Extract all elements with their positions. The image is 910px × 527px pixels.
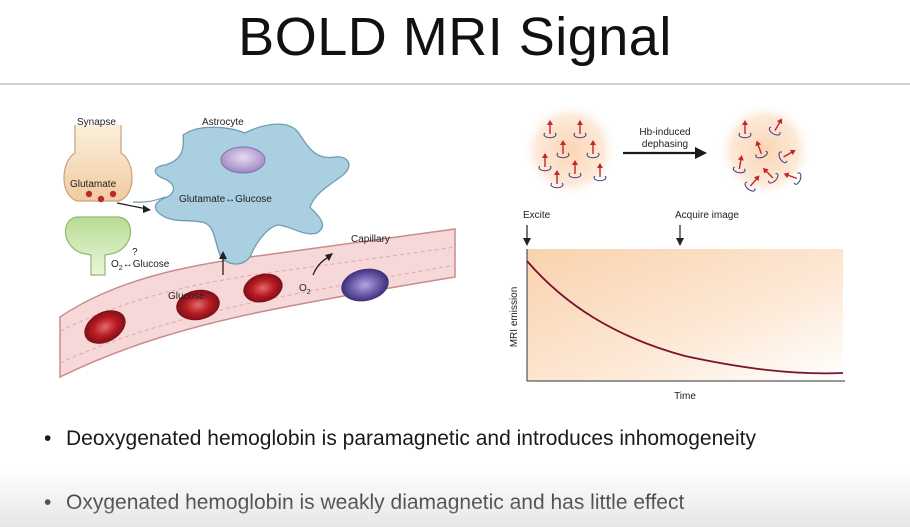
spin-icon	[556, 140, 570, 159]
capillary-vessel	[59, 228, 456, 379]
red-blood-cell	[243, 273, 283, 303]
decay-curve	[526, 260, 844, 375]
spin-icon	[593, 163, 607, 182]
bullet-dot: •	[44, 427, 52, 450]
spin-icon	[755, 140, 768, 159]
red-blood-cell	[176, 289, 220, 321]
dephased-spins	[732, 118, 802, 192]
postsynaptic-terminal	[64, 216, 132, 276]
synapse-label: Synapse	[77, 117, 116, 128]
spin-icon	[550, 170, 564, 189]
neurovascular-svg: Synapse Astrocyte Glutamate Glutamate↔Gl…	[59, 117, 456, 379]
spin-icon	[778, 149, 796, 164]
dephased-spins-cloud	[717, 102, 813, 198]
o2-glucose-question: ?	[132, 247, 138, 258]
spin-icon	[762, 167, 779, 184]
spin-icon	[768, 118, 783, 136]
spin-icon	[732, 155, 746, 174]
spin-icon	[586, 140, 600, 159]
bullet-item: • Deoxygenated hemoglobin is paramagnetic…	[44, 425, 904, 453]
hb-dephasing-label-1: Hb-induced	[639, 127, 690, 138]
capillary-label: Capillary	[351, 234, 390, 245]
glucose-label: Glucose	[168, 291, 205, 302]
bullet-list: • Deoxygenated hemoglobin is paramagnetic…	[44, 425, 904, 517]
glutamate-glucose-label: Glutamate↔Glucose	[179, 194, 272, 205]
neurovascular-diagram: Synapse Astrocyte Glutamate Glutamate↔Gl…	[55, 105, 475, 415]
bold-decay-diagram: Hb-induced dephasing Excite Acquire imag…	[495, 102, 875, 415]
coherent-spins	[538, 120, 607, 189]
spin-icon	[783, 172, 802, 185]
astrocyte-label: Astrocyte	[202, 117, 244, 128]
bullet-dot: •	[44, 491, 52, 514]
coherent-spins-cloud	[522, 102, 618, 198]
plot-area	[527, 249, 843, 381]
excite-arrow	[523, 238, 531, 246]
astrocyte-cell	[154, 123, 350, 265]
spin-icon	[573, 120, 587, 139]
o2-capillary-label: O2	[299, 283, 311, 296]
excite-label: Excite	[523, 210, 551, 221]
acquire-label: Acquire image	[675, 210, 739, 221]
hb-dephasing-label-2: dephasing	[642, 139, 688, 150]
spin-icon	[543, 120, 557, 139]
spin-icon	[738, 120, 752, 139]
bullet-text: Deoxygenated hemoglobin is paramagnetic …	[66, 427, 756, 450]
red-blood-cell	[84, 310, 126, 344]
spin-icon	[744, 175, 760, 192]
presynaptic-terminal	[63, 125, 133, 202]
o2-glucose-label: O2↔Glucose	[111, 259, 170, 272]
glutamate-label: Glutamate	[70, 179, 117, 190]
y-axis-label: MRI emission	[509, 287, 520, 348]
spin-icon	[538, 153, 552, 172]
acquire-arrow	[676, 238, 684, 246]
bullet-item: • Oxygenated hemoglobin is weakly diamagn…	[44, 489, 904, 517]
slide-title: BOLD MRI Signal	[238, 7, 672, 67]
bullet-text: Oxygenated hemoglobin is weakly diamagne…	[66, 491, 685, 514]
bold-decay-svg: Hb-induced dephasing Excite Acquire imag…	[509, 102, 845, 402]
dephasing-arrow	[695, 147, 707, 159]
spin-icon	[568, 160, 582, 179]
deoxy-blood-cell	[341, 268, 389, 302]
title-divider	[0, 83, 910, 85]
x-axis-label: Time	[674, 391, 696, 402]
astrocyte-nucleus	[220, 146, 266, 174]
